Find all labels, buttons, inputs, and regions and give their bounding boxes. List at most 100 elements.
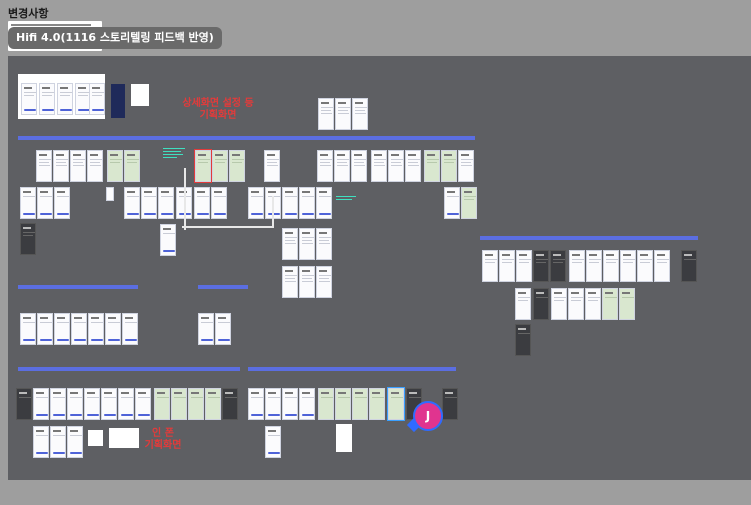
screen-thumbnail[interactable] (482, 250, 498, 282)
section-bar[interactable] (198, 285, 248, 289)
dark-screen-thumbnail[interactable] (222, 388, 238, 420)
screen-thumbnail[interactable] (124, 187, 140, 219)
screen-thumbnail[interactable] (50, 388, 66, 420)
screen-thumbnail[interactable] (316, 228, 332, 260)
screen-thumbnail[interactable] (20, 313, 36, 345)
screen-thumbnail[interactable] (54, 313, 70, 345)
map-screen-thumbnail[interactable] (154, 388, 170, 420)
screen-thumbnail[interactable] (405, 150, 421, 182)
map-screen-thumbnail[interactable] (229, 150, 245, 182)
map-screen-thumbnail[interactable] (205, 388, 221, 420)
screen-thumbnail[interactable] (299, 228, 315, 260)
screen-thumbnail[interactable] (318, 98, 334, 130)
screen-thumbnail[interactable] (67, 426, 83, 458)
screen-thumbnail[interactable] (118, 388, 134, 420)
screen-thumbnail[interactable] (57, 83, 73, 115)
map-screen-thumbnail[interactable] (352, 388, 368, 420)
section-bar[interactable] (18, 285, 138, 289)
section-bar[interactable] (248, 367, 456, 371)
screen-thumbnail[interactable] (515, 288, 531, 320)
map-screen-thumbnail[interactable] (335, 388, 351, 420)
screen-thumbnail[interactable] (215, 313, 231, 345)
comment-note[interactable] (336, 196, 360, 212)
section-bar[interactable] (18, 136, 475, 140)
screen-thumbnail[interactable] (282, 187, 298, 219)
screen-thumbnail[interactable] (105, 313, 121, 345)
map-screen-selected[interactable] (194, 149, 212, 183)
screen-thumbnail[interactable] (516, 250, 532, 282)
screen-thumbnail[interactable] (36, 150, 52, 182)
map-screen-thumbnail[interactable] (124, 150, 140, 182)
screen-thumbnail[interactable] (198, 313, 214, 345)
screen-thumbnail[interactable] (141, 187, 157, 219)
dark-screen-thumbnail[interactable] (550, 250, 566, 282)
screen-thumbnail[interactable] (282, 388, 298, 420)
screen-thumbnail[interactable] (551, 288, 567, 320)
map-screen-thumbnail[interactable] (212, 150, 228, 182)
map-screen-thumbnail[interactable] (441, 150, 457, 182)
phone-dark-preview[interactable] (111, 84, 125, 118)
comment-note[interactable] (163, 148, 187, 164)
dark-screen-thumbnail[interactable] (20, 223, 36, 255)
map-screen-thumbnail[interactable] (619, 288, 635, 320)
map-screen-thumbnail[interactable] (318, 388, 334, 420)
screen-thumbnail[interactable] (569, 250, 585, 282)
screen-thumbnail[interactable] (194, 187, 210, 219)
screen-thumbnail[interactable] (33, 388, 49, 420)
component-card[interactable] (88, 430, 103, 446)
screen-thumbnail[interactable] (586, 250, 602, 282)
screen-thumbnail[interactable] (211, 187, 227, 219)
legend-card[interactable] (131, 84, 149, 106)
screen-thumbnail[interactable] (351, 150, 367, 182)
screen-thumbnail[interactable] (265, 388, 281, 420)
screen-thumbnail[interactable] (388, 150, 404, 182)
map-screen-thumbnail[interactable] (188, 388, 204, 420)
screen-thumbnail[interactable] (88, 313, 104, 345)
screen-thumbnail[interactable] (317, 150, 333, 182)
screen-thumbnail[interactable] (585, 288, 601, 320)
screen-thumbnail[interactable] (299, 388, 315, 420)
map-screen-thumbnail[interactable] (424, 150, 440, 182)
screen-thumbnail[interactable] (122, 313, 138, 345)
screen-thumbnail[interactable] (603, 250, 619, 282)
screen-thumbnail[interactable] (637, 250, 653, 282)
screen-thumbnail[interactable] (265, 426, 281, 458)
screen-thumbnail[interactable] (499, 250, 515, 282)
screen-thumbnail[interactable] (334, 150, 350, 182)
screen-thumbnail[interactable] (70, 150, 86, 182)
collaborator-avatar[interactable]: J (413, 401, 443, 431)
screen-thumbnail[interactable] (89, 83, 105, 115)
screen-thumbnail[interactable] (50, 426, 66, 458)
dark-screen-thumbnail[interactable] (515, 324, 531, 356)
screen-thumbnail[interactable] (282, 228, 298, 260)
screen-thumbnail[interactable] (160, 224, 176, 256)
screen-thumbnail[interactable] (37, 313, 53, 345)
screen-thumbnail[interactable] (620, 250, 636, 282)
screen-thumbnail[interactable] (71, 313, 87, 345)
screen-thumbnail[interactable] (282, 266, 298, 298)
dark-screen-thumbnail[interactable] (16, 388, 32, 420)
screen-thumbnail[interactable] (39, 83, 55, 115)
map-screen-thumbnail[interactable] (369, 388, 385, 420)
screen-thumbnail[interactable] (54, 187, 70, 219)
screen-thumbnail[interactable] (458, 150, 474, 182)
screen-thumbnail[interactable] (67, 388, 83, 420)
dark-screen-thumbnail[interactable] (533, 250, 549, 282)
screen-thumbnail[interactable] (299, 187, 315, 219)
screen-thumbnail[interactable] (248, 388, 264, 420)
screen-thumbnail[interactable] (158, 187, 174, 219)
component-card[interactable] (336, 424, 352, 452)
screen-thumbnail[interactable] (352, 98, 368, 130)
dark-screen-thumbnail[interactable] (442, 388, 458, 420)
screen-thumbnail[interactable] (84, 388, 100, 420)
screen-thumbnail[interactable] (21, 83, 37, 115)
screen-thumbnail[interactable] (335, 98, 351, 130)
screen-thumbnail[interactable] (299, 266, 315, 298)
screen-thumbnail[interactable] (248, 187, 264, 219)
map-screen-thumbnail[interactable] (171, 388, 187, 420)
screen-thumbnail[interactable] (33, 426, 49, 458)
map-screen-selected[interactable] (387, 387, 405, 421)
small-frame[interactable] (106, 187, 114, 201)
screen-thumbnail[interactable] (37, 187, 53, 219)
screen-thumbnail[interactable] (444, 187, 460, 219)
